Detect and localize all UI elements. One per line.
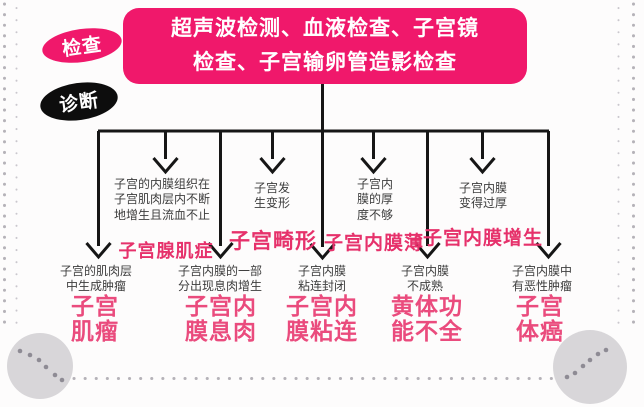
label-hyperplasia: 子宫内膜增生 bbox=[422, 228, 544, 249]
label-thin-endometrium: 子宫内膜薄 bbox=[323, 233, 425, 254]
corner-circle-right bbox=[553, 330, 627, 404]
cause-polyp: 子宫内膜的一部 分出现息肉增生 bbox=[177, 264, 263, 294]
label-luteal: 黄体功 能不全 bbox=[391, 293, 463, 344]
long-arrow-1 bbox=[85, 131, 112, 260]
cause-thin-endometrium: 子宫内 膜的厚 度不够 bbox=[356, 177, 394, 222]
exam-methods-box: 超声波检测、血液检查、子宫镜 检查、子宫输卵管造影检查 bbox=[123, 8, 527, 84]
label-cancer: 子宫 体癌 bbox=[516, 293, 564, 344]
cause-cancer: 子宫内膜中 有恶性肿瘤 bbox=[511, 264, 573, 294]
label-adenomyosis: 子宫腺肌症 bbox=[118, 241, 214, 261]
label-myoma: 子宫 肌瘤 bbox=[71, 293, 119, 344]
cause-luteal: 子宫内膜 不成熟 bbox=[400, 264, 450, 294]
cause-adhesion: 子宫内膜 粘连封闭 bbox=[297, 264, 347, 294]
cause-myoma: 子宫的肌肉层 中生成肿瘤 bbox=[59, 264, 133, 294]
corner-circle-left bbox=[7, 333, 73, 399]
label-malformation: 子宫畸形 bbox=[229, 230, 317, 253]
short-arrow-1 bbox=[152, 131, 179, 175]
diagnosis-badge: 诊断 bbox=[37, 77, 121, 126]
short-arrow-3 bbox=[360, 131, 387, 175]
cause-adenomyosis: 子宫的内膜组织在 子宫肌肉层内不断 地增生且流血不止 bbox=[113, 177, 211, 222]
cause-malformation: 子宫发 生变形 bbox=[253, 181, 291, 211]
label-adhesion: 子宫内 膜粘连 bbox=[286, 293, 358, 344]
short-arrow-4 bbox=[469, 131, 496, 175]
label-polyp: 子宫内 膜息肉 bbox=[185, 293, 257, 344]
exam-badge: 检查 bbox=[40, 23, 124, 68]
cause-hyperplasia: 子宫内膜 变得过厚 bbox=[458, 181, 508, 211]
short-arrow-2 bbox=[259, 131, 286, 175]
